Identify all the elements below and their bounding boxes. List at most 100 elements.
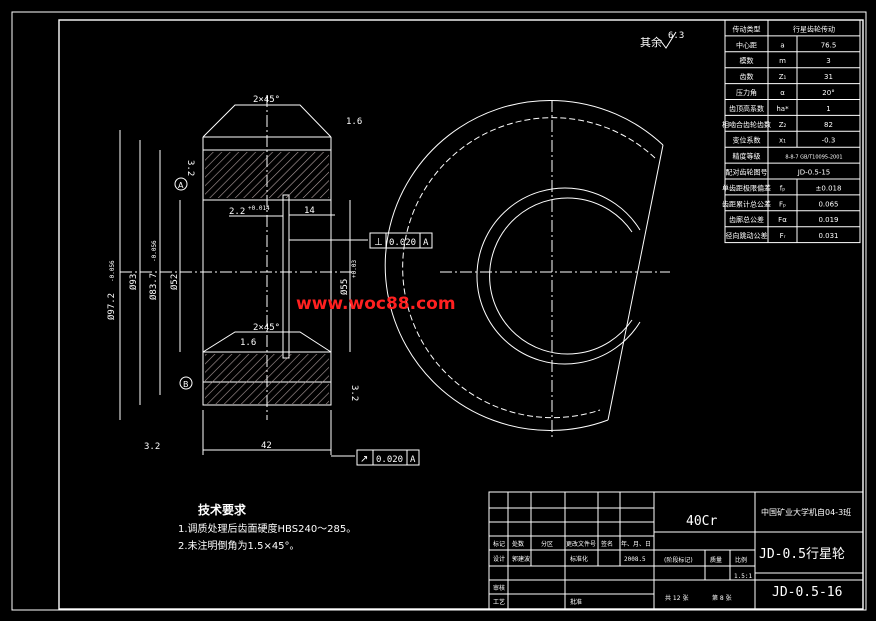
param-cell: 传动类型 [733, 24, 761, 33]
param-cell: 齿数 [740, 72, 754, 81]
diameter-83-tol: -0.056 [151, 240, 158, 262]
title-block [488, 491, 864, 610]
header-sign: 签名 [601, 540, 613, 548]
param-cell: Z₁ [779, 73, 787, 81]
param-cell: Fα [778, 216, 787, 224]
datum-b-marker [179, 376, 193, 390]
roughness-3-2-left: 3.2 [185, 160, 195, 176]
tech-req-title: 技术要求 [198, 502, 247, 517]
roughness-symbol-icon [659, 31, 677, 49]
roughness-3-2-right: 3.2 [349, 385, 359, 401]
param-cell: 3 [826, 57, 830, 65]
param-cell: 0.065 [818, 200, 838, 208]
section-view [119, 95, 368, 457]
outer-diameter-tol: -0.056 [109, 260, 116, 282]
param-cell: 中心距 [736, 40, 757, 49]
sheet-number: 第 8 张 [712, 594, 732, 602]
roughness-1-6-top: 1.6 [346, 117, 362, 127]
param-cell: ±0.018 [816, 184, 842, 192]
header-date: 年、月、日 [621, 540, 651, 548]
param-cell: ha* [776, 105, 789, 113]
runout-value: 0.020 [376, 455, 403, 465]
scale-value: 1.5:1 [734, 573, 752, 580]
material-label: 40Cr [686, 514, 717, 529]
tolerance-frame-runout: ↗ 0.020 A [356, 449, 420, 466]
param-cell: 31 [824, 73, 833, 81]
perpendicularity-icon: ⊥ [374, 237, 383, 248]
runout-datum: A [410, 455, 416, 465]
param-cell: m [779, 57, 786, 65]
param-cell: 齿顶高系数 [729, 104, 764, 113]
diameter-55: Ø55 [339, 279, 350, 295]
param-cell: 8-8-7 GB/T10095-2001 [785, 155, 842, 161]
param-cell: 齿廓总公差 [729, 215, 764, 224]
datum-b-label: B [183, 380, 189, 389]
param-cell: 径向跳动公差 [726, 231, 768, 240]
outer-diameter: Ø97.2 [106, 293, 117, 320]
design-label: 设计 [493, 555, 505, 563]
chamfer-bottom-label: 2×45° [253, 323, 280, 333]
standardization-label: 标准化 [570, 555, 588, 563]
tech-req-line-1: 1.调质处理后齿面硬度HBS240～285。 [178, 522, 356, 535]
param-cell: Z₂ [779, 121, 787, 129]
chamfer-top-label: 2×45° [253, 95, 280, 105]
review-label: 审核 [493, 584, 505, 592]
year-label: 2008.5 [624, 556, 646, 563]
perpendicularity-value: 0.020 [389, 238, 416, 248]
scale-label: 比例 [735, 556, 747, 564]
diameter-55-tol: +0.03 [351, 260, 358, 278]
part-name: JD-0.5行星轮 [759, 547, 845, 562]
param-cell: a [780, 41, 784, 49]
runout-icon: ↗ [360, 454, 368, 465]
side-view [384, 99, 670, 440]
roughness-other-value: 6.3 [668, 31, 684, 41]
diameter-83: Ø83.7 [148, 273, 159, 300]
param-cell: 单齿距极限偏差 [722, 183, 771, 192]
param-cell: 0.019 [818, 216, 838, 224]
param-cell: -0.3 [822, 137, 836, 145]
param-cell: JD-0.5-15 [797, 169, 831, 177]
outer-frame [11, 11, 867, 611]
diameter-93: Ø93 [128, 274, 139, 290]
watermark: www.woc88.com [296, 294, 456, 314]
keyway-width: 2.2 [229, 207, 245, 217]
param-cell: 压力角 [736, 88, 757, 97]
keyway-tolerance: +0.014 [248, 205, 270, 212]
param-cell: Fₚ [779, 200, 786, 208]
roughness-1-6-bottom: 1.6 [240, 338, 256, 348]
approve-label: 批准 [570, 598, 582, 606]
tech-req-line-2: 2.未注明倒角为1.5×45°。 [178, 539, 300, 552]
header-zone: 分区 [541, 540, 553, 548]
stage-label: (阶段标记) [664, 556, 693, 564]
param-cell: 82 [824, 121, 833, 129]
school-label: 中国矿业大学机自04-3班 [761, 507, 851, 517]
param-cell: 0.031 [818, 232, 838, 240]
param-cell: 1 [826, 105, 830, 113]
param-cell: 76.5 [821, 41, 837, 49]
width-14: 14 [304, 206, 315, 216]
roughness-3-2-bottom: 3.2 [144, 442, 160, 452]
param-cell: 相啮合齿轮齿数 [722, 120, 771, 129]
header-doc: 更改文件号 [566, 540, 596, 548]
weight-label: 质量 [710, 556, 722, 564]
part-number: JD-0.5-16 [772, 585, 842, 600]
param-cell: 行星齿轮传动 [793, 24, 835, 33]
param-cell: α [780, 89, 785, 97]
param-cell: 变位系数 [733, 136, 761, 145]
param-cell: 精度等级 [733, 152, 761, 161]
diameter-52: Ø52 [169, 274, 180, 290]
param-cell: 20° [822, 89, 834, 97]
header-mark: 标记 [493, 540, 505, 548]
perpendicularity-datum: A [423, 238, 429, 248]
param-cell: 齿距累计总公差 [722, 199, 771, 208]
header-count: 处数 [512, 540, 524, 548]
param-cell: 配对齿轮图号 [726, 168, 768, 177]
param-cell: x₁ [779, 137, 786, 145]
param-cell: fₚ [780, 184, 785, 192]
designer-name: 郭建波 [512, 555, 530, 563]
total-sheets: 共 12 张 [665, 594, 688, 602]
datum-a-marker [174, 177, 188, 191]
width-42: 42 [261, 441, 272, 451]
